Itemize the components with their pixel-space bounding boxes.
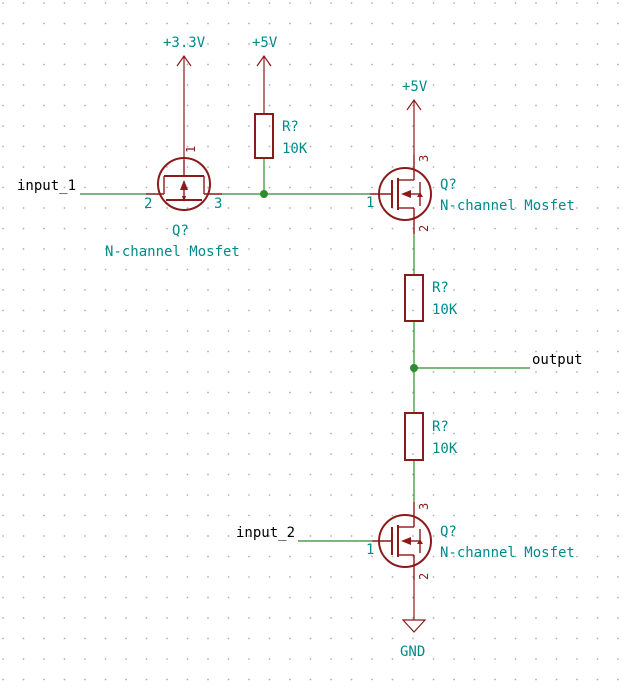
q1-pin-gate: 2 [144, 196, 152, 212]
q1-value: N-channel Mosfet [105, 244, 240, 260]
q2-pin-source: 2 [417, 225, 431, 232]
q2-pin-gate: 1 [366, 195, 374, 211]
q3-pin-source: 2 [417, 573, 431, 580]
q1-pin-source: 3 [214, 196, 222, 212]
ground-symbol: GND [400, 580, 427, 660]
wires [80, 158, 530, 542]
q1-ref: Q? [172, 223, 189, 239]
r1-ref: R? [282, 119, 299, 135]
q2-ref: Q? [440, 177, 457, 193]
resistor-r1: R? 10K [254, 113, 308, 159]
net-label-input2: input_2 [236, 525, 295, 541]
ground-label: GND [400, 644, 425, 660]
net-label-input1: input_1 [17, 178, 76, 194]
r1-value: 10K [282, 141, 308, 157]
power-3v3: +3.3V [163, 35, 206, 160]
r3-value: 10K [432, 441, 458, 457]
power-3v3-label: +3.3V [163, 35, 206, 51]
resistor-r2: R? 10K [404, 274, 458, 322]
power-5v-q2-label: +5V [402, 79, 428, 95]
power-5v-q2: +5V [402, 79, 428, 155]
power-5v-top-label: +5V [252, 35, 278, 51]
mosfet-q2: 3 2 1 Q? N-channel Mosfet [366, 155, 575, 234]
r2-value: 10K [432, 302, 458, 318]
q2-pin-drain: 3 [417, 155, 431, 162]
junction-r1 [260, 190, 268, 198]
mosfet-q3: 3 2 1 Q? N-channel Mosfet [366, 502, 575, 580]
net-label-output: output [532, 352, 583, 368]
q2-value: N-channel Mosfet [440, 198, 575, 214]
q3-ref: Q? [440, 524, 457, 540]
q3-pin-drain: 3 [417, 503, 431, 510]
r2-ref: R? [432, 280, 449, 296]
power-5v-top: +5V [252, 35, 278, 114]
junction-output [410, 364, 418, 372]
q3-value: N-channel Mosfet [440, 545, 575, 561]
r3-ref: R? [432, 419, 449, 435]
q3-pin-gate: 1 [366, 542, 374, 558]
mosfet-q1: 1 2 3 Q? N-channel Mosfet [105, 146, 240, 260]
q1-pin-drain: 1 [184, 146, 198, 153]
resistor-r3: R? 10K [404, 412, 458, 461]
